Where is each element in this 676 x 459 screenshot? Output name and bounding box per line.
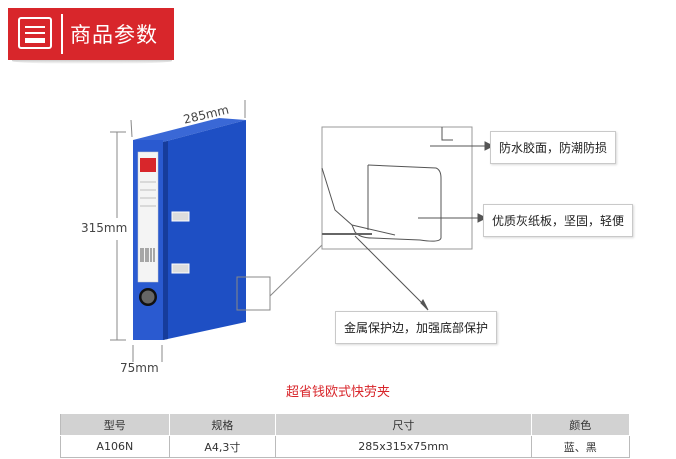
header-color: 颜色	[530, 413, 631, 436]
header-spec: 规格	[168, 413, 277, 436]
callout-waterproof: 防水胶面，防潮防损	[490, 131, 617, 164]
detail-panel	[321, 126, 473, 250]
table-header-row: 型号 规格 尺寸 颜色	[60, 413, 631, 436]
binder-cover	[163, 120, 246, 340]
mechanism-slot-lower	[171, 263, 190, 274]
header-size: 尺寸	[275, 413, 532, 436]
height-dimension-label: 315mm	[81, 221, 128, 235]
section-banner: 商品参数	[8, 8, 176, 66]
zoom-selection	[236, 276, 271, 311]
section-title: 商品参数	[70, 23, 158, 47]
header-model: 型号	[60, 413, 170, 436]
cell-model: A106N	[60, 435, 170, 458]
document-icon	[18, 17, 52, 49]
callout-greyboard: 优质灰纸板，坚固，轻便	[483, 204, 634, 237]
banner-shadow	[12, 58, 172, 64]
depth-dimension-label: 75mm	[120, 361, 159, 375]
binder-top	[133, 118, 246, 142]
table-row: A106N A4,3寸 285x315x75mm 蓝、黑	[60, 435, 631, 458]
banner-divider	[61, 14, 63, 54]
spec-table: 型号 规格 尺寸 颜色 A106N A4,3寸 285x315x75mm 蓝、黑	[60, 413, 631, 458]
cell-size: 285x315x75mm	[275, 435, 532, 458]
callout-metal-edge: 金属保护边，加强底部保护	[335, 311, 498, 344]
cell-color: 蓝、黑	[530, 435, 631, 458]
banner-background	[8, 8, 174, 60]
product-name: 超省钱欧式快劳夹	[285, 385, 390, 400]
cell-spec: A4,3寸	[168, 435, 277, 458]
barcode	[140, 248, 155, 262]
binder-diagram	[110, 100, 495, 362]
mechanism-slot-upper	[171, 211, 190, 222]
